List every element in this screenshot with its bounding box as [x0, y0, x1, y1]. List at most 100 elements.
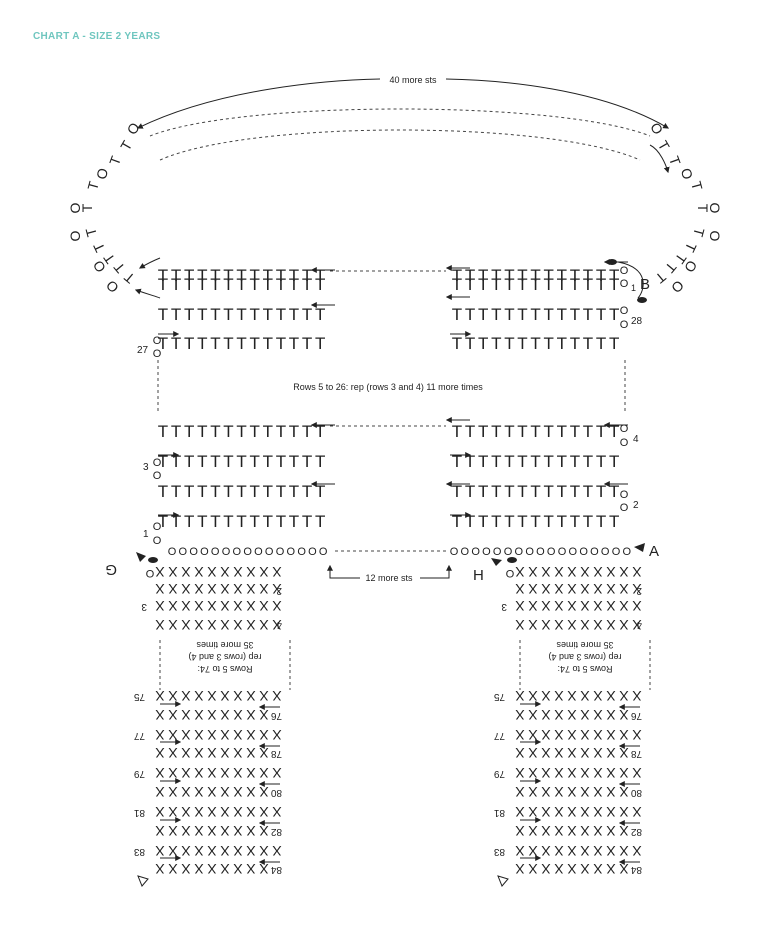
- foundation-chain-stitch: O: [450, 546, 459, 558]
- strap-cross-stitch: X: [246, 598, 256, 614]
- strap-note-line: Rows 5 to 74:: [557, 664, 612, 674]
- strap-cross-stitch: X: [246, 804, 256, 820]
- stitch-row-right: T: [570, 275, 580, 294]
- stitch-row-right: T: [517, 305, 527, 324]
- stitch-row-left: T: [223, 452, 233, 471]
- strap-cross-stitch: X: [619, 564, 629, 580]
- stitch-row-right: T: [544, 512, 554, 531]
- foundation-chain-stitch: O: [482, 546, 491, 558]
- strap-cross-stitch: X: [606, 823, 616, 839]
- stitch-row-right: T: [570, 305, 580, 324]
- strap-cross-stitch: X: [593, 861, 603, 877]
- strap-cross-stitch: X: [632, 804, 642, 820]
- strap-row-number: 83: [493, 846, 505, 857]
- stitch-row-right: T: [465, 482, 475, 501]
- strap-cross-stitch: X: [593, 727, 603, 743]
- strap-cross-stitch: X: [567, 598, 577, 614]
- strap-cross-stitch: X: [207, 745, 217, 761]
- strap-cross-stitch: X: [567, 707, 577, 723]
- strap-cross-stitch: X: [580, 598, 590, 614]
- strap-end-marker-icon: [137, 875, 149, 887]
- strap-cross-stitch: X: [528, 843, 538, 859]
- oval-stitch-mark: T: [695, 204, 711, 213]
- stitch-row-right: T: [452, 512, 462, 531]
- stitch-row-left-top: T: [223, 266, 233, 285]
- page-title: CHART A - SIZE 2 YEARS: [33, 31, 161, 42]
- strap-cross-stitch: X: [541, 861, 551, 877]
- stitch-row-left: T: [236, 452, 246, 471]
- stitch-row-left: T: [236, 334, 246, 353]
- strap-cross-stitch: X: [155, 843, 165, 859]
- foundation-chain-stitch: O: [579, 546, 588, 558]
- strap-cross-stitch: X: [528, 804, 538, 820]
- strap-cross-stitch: X: [593, 688, 603, 704]
- strap-cross-stitch: X: [593, 784, 603, 800]
- strap-cross-stitch: X: [528, 688, 538, 704]
- stitch-row-right: T: [517, 275, 527, 294]
- strap-cross-stitch: X: [515, 581, 525, 597]
- stitch-row-right: T: [517, 512, 527, 531]
- stitch-row-right: T: [491, 422, 501, 441]
- foundation-chain-stitch: O: [569, 546, 578, 558]
- stitch-row-left: T: [171, 512, 181, 531]
- strap-cross-stitch: X: [207, 843, 217, 859]
- dashed-arc-inner: [159, 129, 641, 161]
- strap-cross-stitch: X: [272, 804, 282, 820]
- strap-cross-stitch: X: [567, 745, 577, 761]
- strap-cross-stitch: X: [233, 784, 243, 800]
- stitch-row-left-top: T: [263, 266, 273, 285]
- stitch-row-right: T: [530, 512, 540, 531]
- stitch-row-left: T: [210, 482, 220, 501]
- chain-stitch-mark: O: [620, 502, 629, 514]
- strap-cross-stitch: X: [168, 581, 178, 597]
- chain-stitch-mark: O: [153, 457, 162, 469]
- stitch-row-right: T: [452, 482, 462, 501]
- strap-row-number: 77: [133, 730, 145, 741]
- oval-chain-mark: O: [67, 202, 83, 213]
- strap-cross-stitch: X: [259, 765, 269, 781]
- stitch-row-left: T: [250, 305, 260, 324]
- strap-cross-stitch: X: [606, 617, 616, 633]
- strap-cross-stitch: X: [567, 861, 577, 877]
- strap-cross-stitch: X: [541, 688, 551, 704]
- oval-stitch-mark: T: [662, 259, 680, 276]
- stitch-row-right: T: [478, 482, 488, 501]
- strap-cross-stitch: X: [207, 727, 217, 743]
- stitch-row-left: T: [197, 452, 207, 471]
- stitch-row-right: T: [504, 452, 514, 471]
- chain-stitch-mark: O: [620, 278, 629, 290]
- foundation-chain-stitch: O: [211, 546, 220, 558]
- strap-cross-stitch: X: [207, 804, 217, 820]
- stitch-row-left: T: [210, 452, 220, 471]
- strap-cross-stitch: X: [233, 823, 243, 839]
- chain-stitch-mark: O: [620, 265, 629, 277]
- stitch-row-left: T: [197, 275, 207, 294]
- strap-cross-stitch: X: [259, 581, 269, 597]
- oval-chain-mark: O: [678, 166, 696, 181]
- stitch-row-right: T: [491, 452, 501, 471]
- strap-row-number: 84: [630, 864, 642, 875]
- strap-cross-stitch: X: [554, 617, 564, 633]
- strap-cross-stitch: X: [220, 617, 230, 633]
- strap-cross-stitch: X: [168, 598, 178, 614]
- strap-cross-stitch: X: [207, 861, 217, 877]
- strap-cross-stitch: X: [528, 765, 538, 781]
- strap-cross-stitch: X: [272, 617, 282, 633]
- strap-cross-stitch: X: [567, 765, 577, 781]
- chain-stitch-mark: O: [620, 437, 629, 449]
- strap-cross-stitch: X: [619, 843, 629, 859]
- strap-cross-stitch: X: [593, 598, 603, 614]
- stitch-row-right: T: [583, 512, 593, 531]
- foundation-chain-stitch: O: [471, 546, 480, 558]
- stitch-row-left: T: [250, 512, 260, 531]
- strap-cross-stitch: X: [207, 765, 217, 781]
- strap-row-number: 80: [270, 787, 282, 798]
- strap-cross-stitch: X: [632, 727, 642, 743]
- strap-cross-stitch: X: [194, 581, 204, 597]
- stitch-row-left: T: [171, 422, 181, 441]
- row-number-4: 4: [633, 434, 639, 445]
- oval-chain-mark: O: [123, 120, 142, 138]
- stitch-row-left: T: [263, 452, 273, 471]
- stitch-row-right-top: T: [530, 266, 540, 285]
